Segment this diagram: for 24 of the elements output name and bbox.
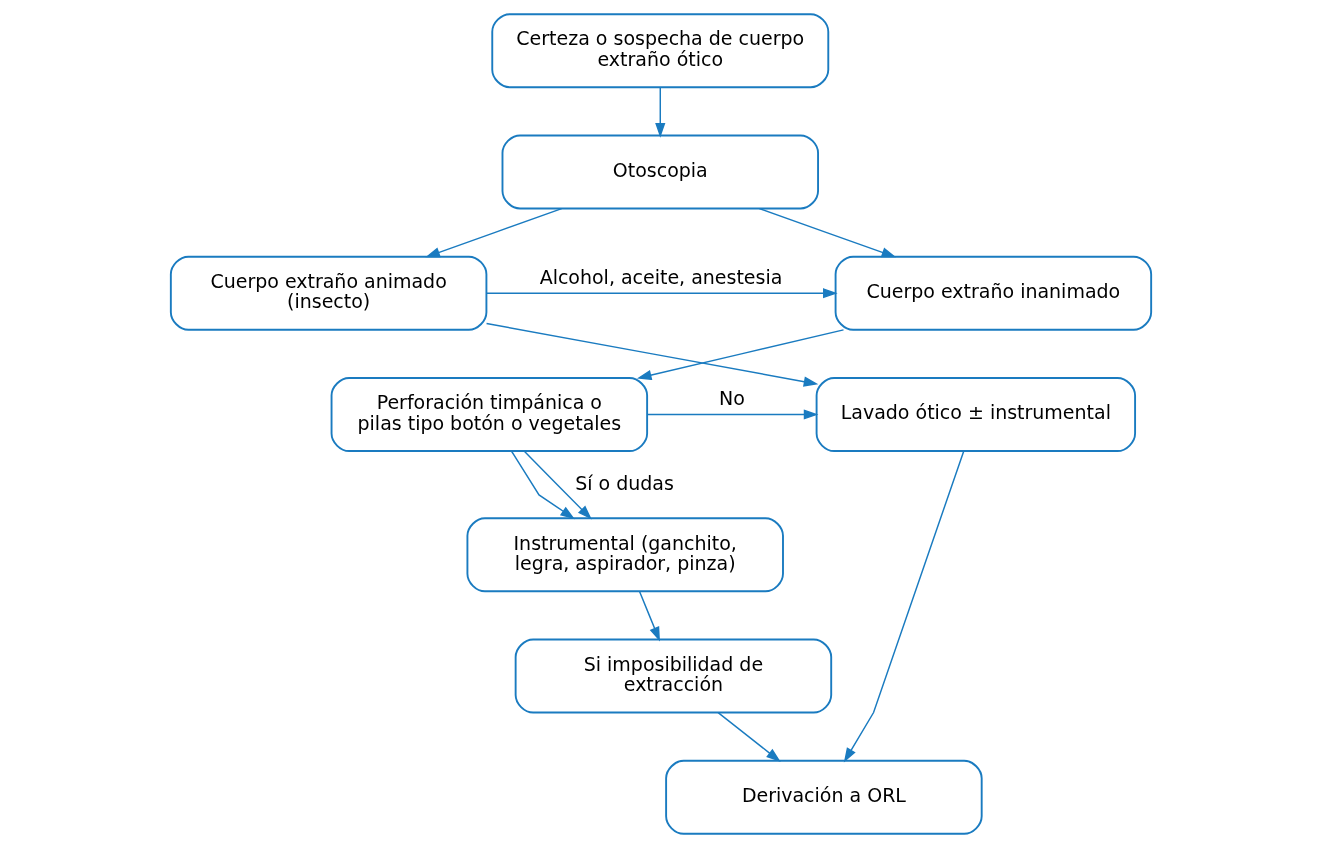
node-box: Certeza o sospecha de cuerpo extraño ótico <box>491 13 830 89</box>
arrow <box>510 450 575 520</box>
node-box: Cuerpo extraño animado (insecto) <box>169 255 488 331</box>
arrow <box>717 711 781 762</box>
arrow <box>523 450 592 520</box>
edge-label: Sí o dudas <box>575 471 674 494</box>
arrow <box>425 207 563 258</box>
arrow <box>646 409 819 420</box>
edge-label: Alcohol, aceite, anestesia <box>539 265 783 288</box>
node-box: Instrumental (ganchito, legra, aspirador, pinza) <box>466 517 784 593</box>
arrow <box>655 86 666 138</box>
arrow <box>636 329 845 381</box>
node-box: Otoscopia <box>501 134 819 210</box>
node-box: Perforación timpánica o pilas tipo botón o vegetales <box>330 377 649 452</box>
node-box: Si imposibilidad de extracción <box>514 638 833 714</box>
arrow <box>758 207 897 258</box>
node-box: Derivación a ORL <box>665 759 983 835</box>
arrow <box>485 288 838 299</box>
node-box: Cuerpo extraño inanimado <box>834 255 1153 331</box>
node-box: Lavado ótico ± instrumental <box>815 377 1137 452</box>
arrow <box>638 591 660 642</box>
arrow <box>485 322 819 387</box>
edge-label: No <box>718 386 745 409</box>
arrow <box>843 450 965 763</box>
